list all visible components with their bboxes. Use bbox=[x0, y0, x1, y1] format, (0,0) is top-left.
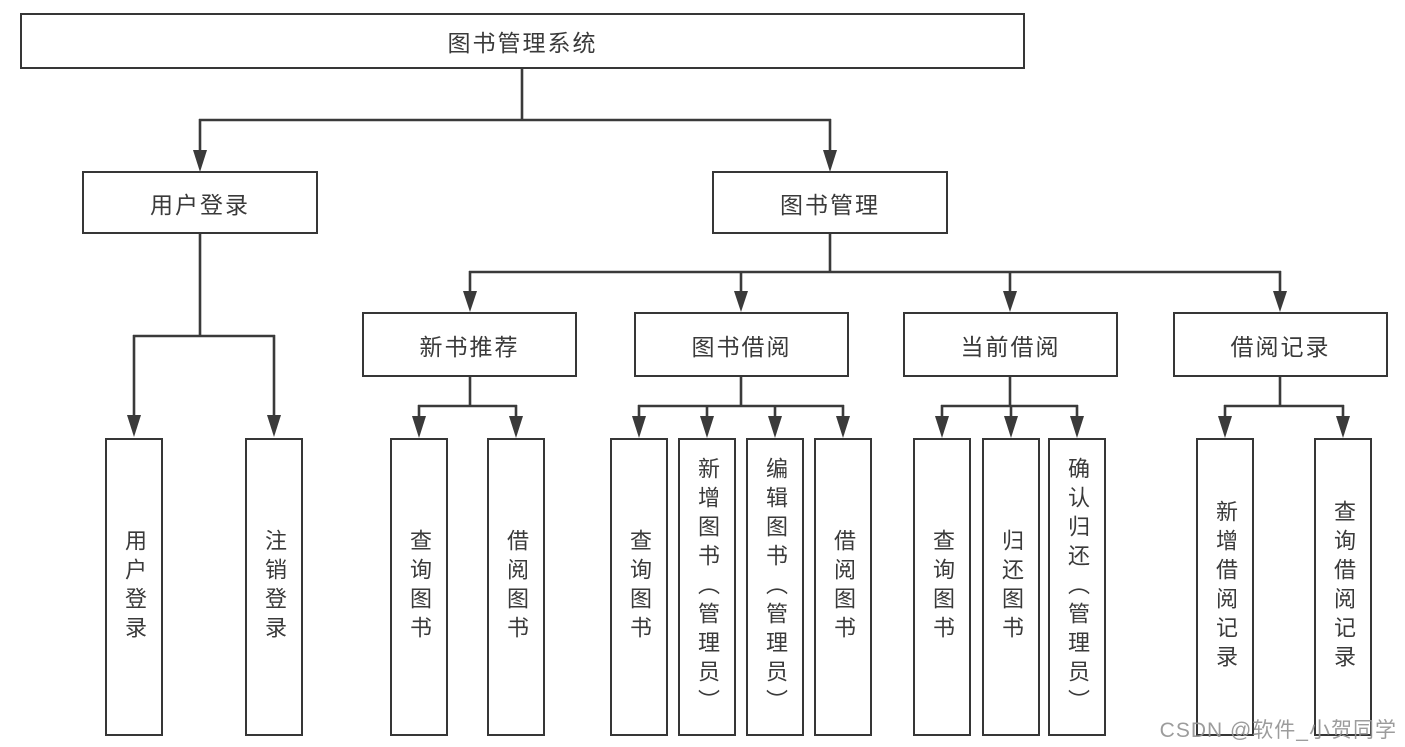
node-library-system: 图书管理系统 bbox=[20, 13, 1025, 69]
node-label: 用户登录 bbox=[122, 529, 147, 645]
node-current-borrow: 当前借阅 bbox=[903, 312, 1118, 377]
node-label: 图书管理 bbox=[780, 191, 880, 218]
node-label: 借阅图书 bbox=[504, 529, 529, 645]
leaf-borrow-edit-book: 编辑图书（管理员） bbox=[746, 438, 804, 736]
node-label: 新书推荐 bbox=[419, 333, 520, 360]
node-book-borrow: 图书借阅 bbox=[634, 312, 849, 377]
node-label: 编辑图书（管理员） bbox=[763, 456, 788, 718]
node-label: 图书借阅 bbox=[691, 333, 792, 360]
leaf-borrow-add-book: 新增图书（管理员） bbox=[678, 438, 736, 736]
node-book-management: 图书管理 bbox=[712, 171, 948, 234]
node-label: 借阅记录 bbox=[1230, 333, 1331, 360]
node-label: 注销登录 bbox=[262, 529, 287, 645]
node-label: 归还图书 bbox=[999, 529, 1024, 645]
connector-book-borrow-to-leaves bbox=[632, 377, 850, 438]
leaf-current-return-book: 归还图书 bbox=[982, 438, 1040, 736]
leaf-current-query-book: 查询图书 bbox=[913, 438, 971, 736]
leaf-borrow-borrow-book: 借阅图书 bbox=[814, 438, 872, 736]
leaf-current-confirm-return: 确认归还（管理员） bbox=[1048, 438, 1106, 736]
node-label: 确认归还（管理员） bbox=[1065, 456, 1090, 718]
watermark: CSDN @软件_小贺同学 bbox=[1159, 719, 1397, 742]
node-label: 图书管理系统 bbox=[447, 30, 598, 56]
leaf-borrow-query-book: 查询图书 bbox=[610, 438, 668, 736]
node-label: 新增图书（管理员） bbox=[695, 456, 720, 718]
leaf-logout: 注销登录 bbox=[245, 438, 303, 736]
node-label: 用户登录 bbox=[150, 191, 250, 218]
connector-borrow-record-to-leaves bbox=[1218, 377, 1350, 438]
connector-book-management-to-level3 bbox=[463, 234, 1287, 312]
node-label: 查询图书 bbox=[407, 529, 432, 645]
node-label: 查询图书 bbox=[930, 529, 955, 645]
node-new-book-recommend: 新书推荐 bbox=[362, 312, 577, 377]
node-label: 新增借阅记录 bbox=[1213, 500, 1238, 674]
connector-root-to-level2 bbox=[193, 69, 837, 172]
leaf-record-query-record: 查询借阅记录 bbox=[1314, 438, 1372, 736]
leaf-record-add-record: 新增借阅记录 bbox=[1196, 438, 1254, 736]
leaf-recommend-borrow-book: 借阅图书 bbox=[487, 438, 545, 736]
node-label: 当前借阅 bbox=[960, 333, 1061, 360]
connector-user-login-to-leaves bbox=[127, 234, 281, 437]
leaf-recommend-query-book: 查询图书 bbox=[390, 438, 448, 736]
node-borrow-record: 借阅记录 bbox=[1173, 312, 1388, 377]
node-label: 借阅图书 bbox=[831, 529, 856, 645]
leaf-user-login: 用户登录 bbox=[105, 438, 163, 736]
connector-new-book-recommend-to-leaves bbox=[412, 377, 523, 438]
connector-current-borrow-to-leaves bbox=[935, 377, 1084, 438]
node-label: 查询图书 bbox=[627, 529, 652, 645]
node-label: 查询借阅记录 bbox=[1331, 500, 1356, 674]
node-user-login-branch: 用户登录 bbox=[82, 171, 318, 234]
